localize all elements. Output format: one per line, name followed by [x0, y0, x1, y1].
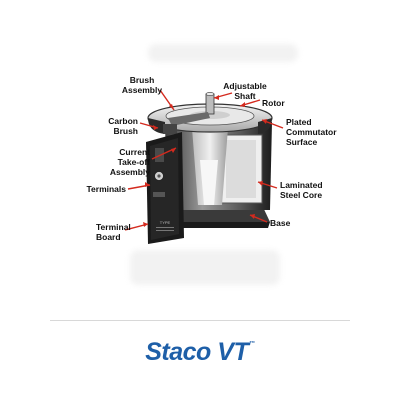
- label-plated-commutator-surface: Plated Commutator Surface: [286, 117, 337, 147]
- label-rotor: Rotor: [262, 98, 285, 108]
- label-base: Base: [270, 218, 291, 228]
- blurred-caption-bottom: [130, 250, 280, 285]
- label-adjustable-shaft: Adjustable Shaft: [223, 81, 267, 101]
- label-carbon-brush: Carbon Brush: [108, 116, 138, 136]
- label-terminal-board: Terminal Board: [96, 222, 131, 242]
- adjustable-shaft: [205, 92, 215, 115]
- terminal-board-panel: TYPE: [146, 132, 184, 244]
- coil-body: [165, 122, 272, 210]
- brush-assembly-arm: [163, 112, 210, 134]
- svg-text:TYPE: TYPE: [160, 220, 171, 225]
- brand-trademark: ™: [249, 341, 255, 347]
- brand-name: Staco VT: [145, 338, 249, 366]
- label-current-takeoff-assembly: Current Take-off Assembly: [109, 147, 150, 177]
- label-terminals: Terminals: [86, 184, 126, 194]
- label-laminated-steel-core: Laminated Steel Core: [280, 180, 323, 200]
- divider-line: [50, 320, 350, 321]
- blurred-caption-top: [148, 44, 298, 62]
- callout-arrowheads: [143, 95, 267, 227]
- label-brush-assembly: Brush Assembly: [121, 75, 163, 95]
- brand-logo: Staco VT™: [0, 338, 400, 367]
